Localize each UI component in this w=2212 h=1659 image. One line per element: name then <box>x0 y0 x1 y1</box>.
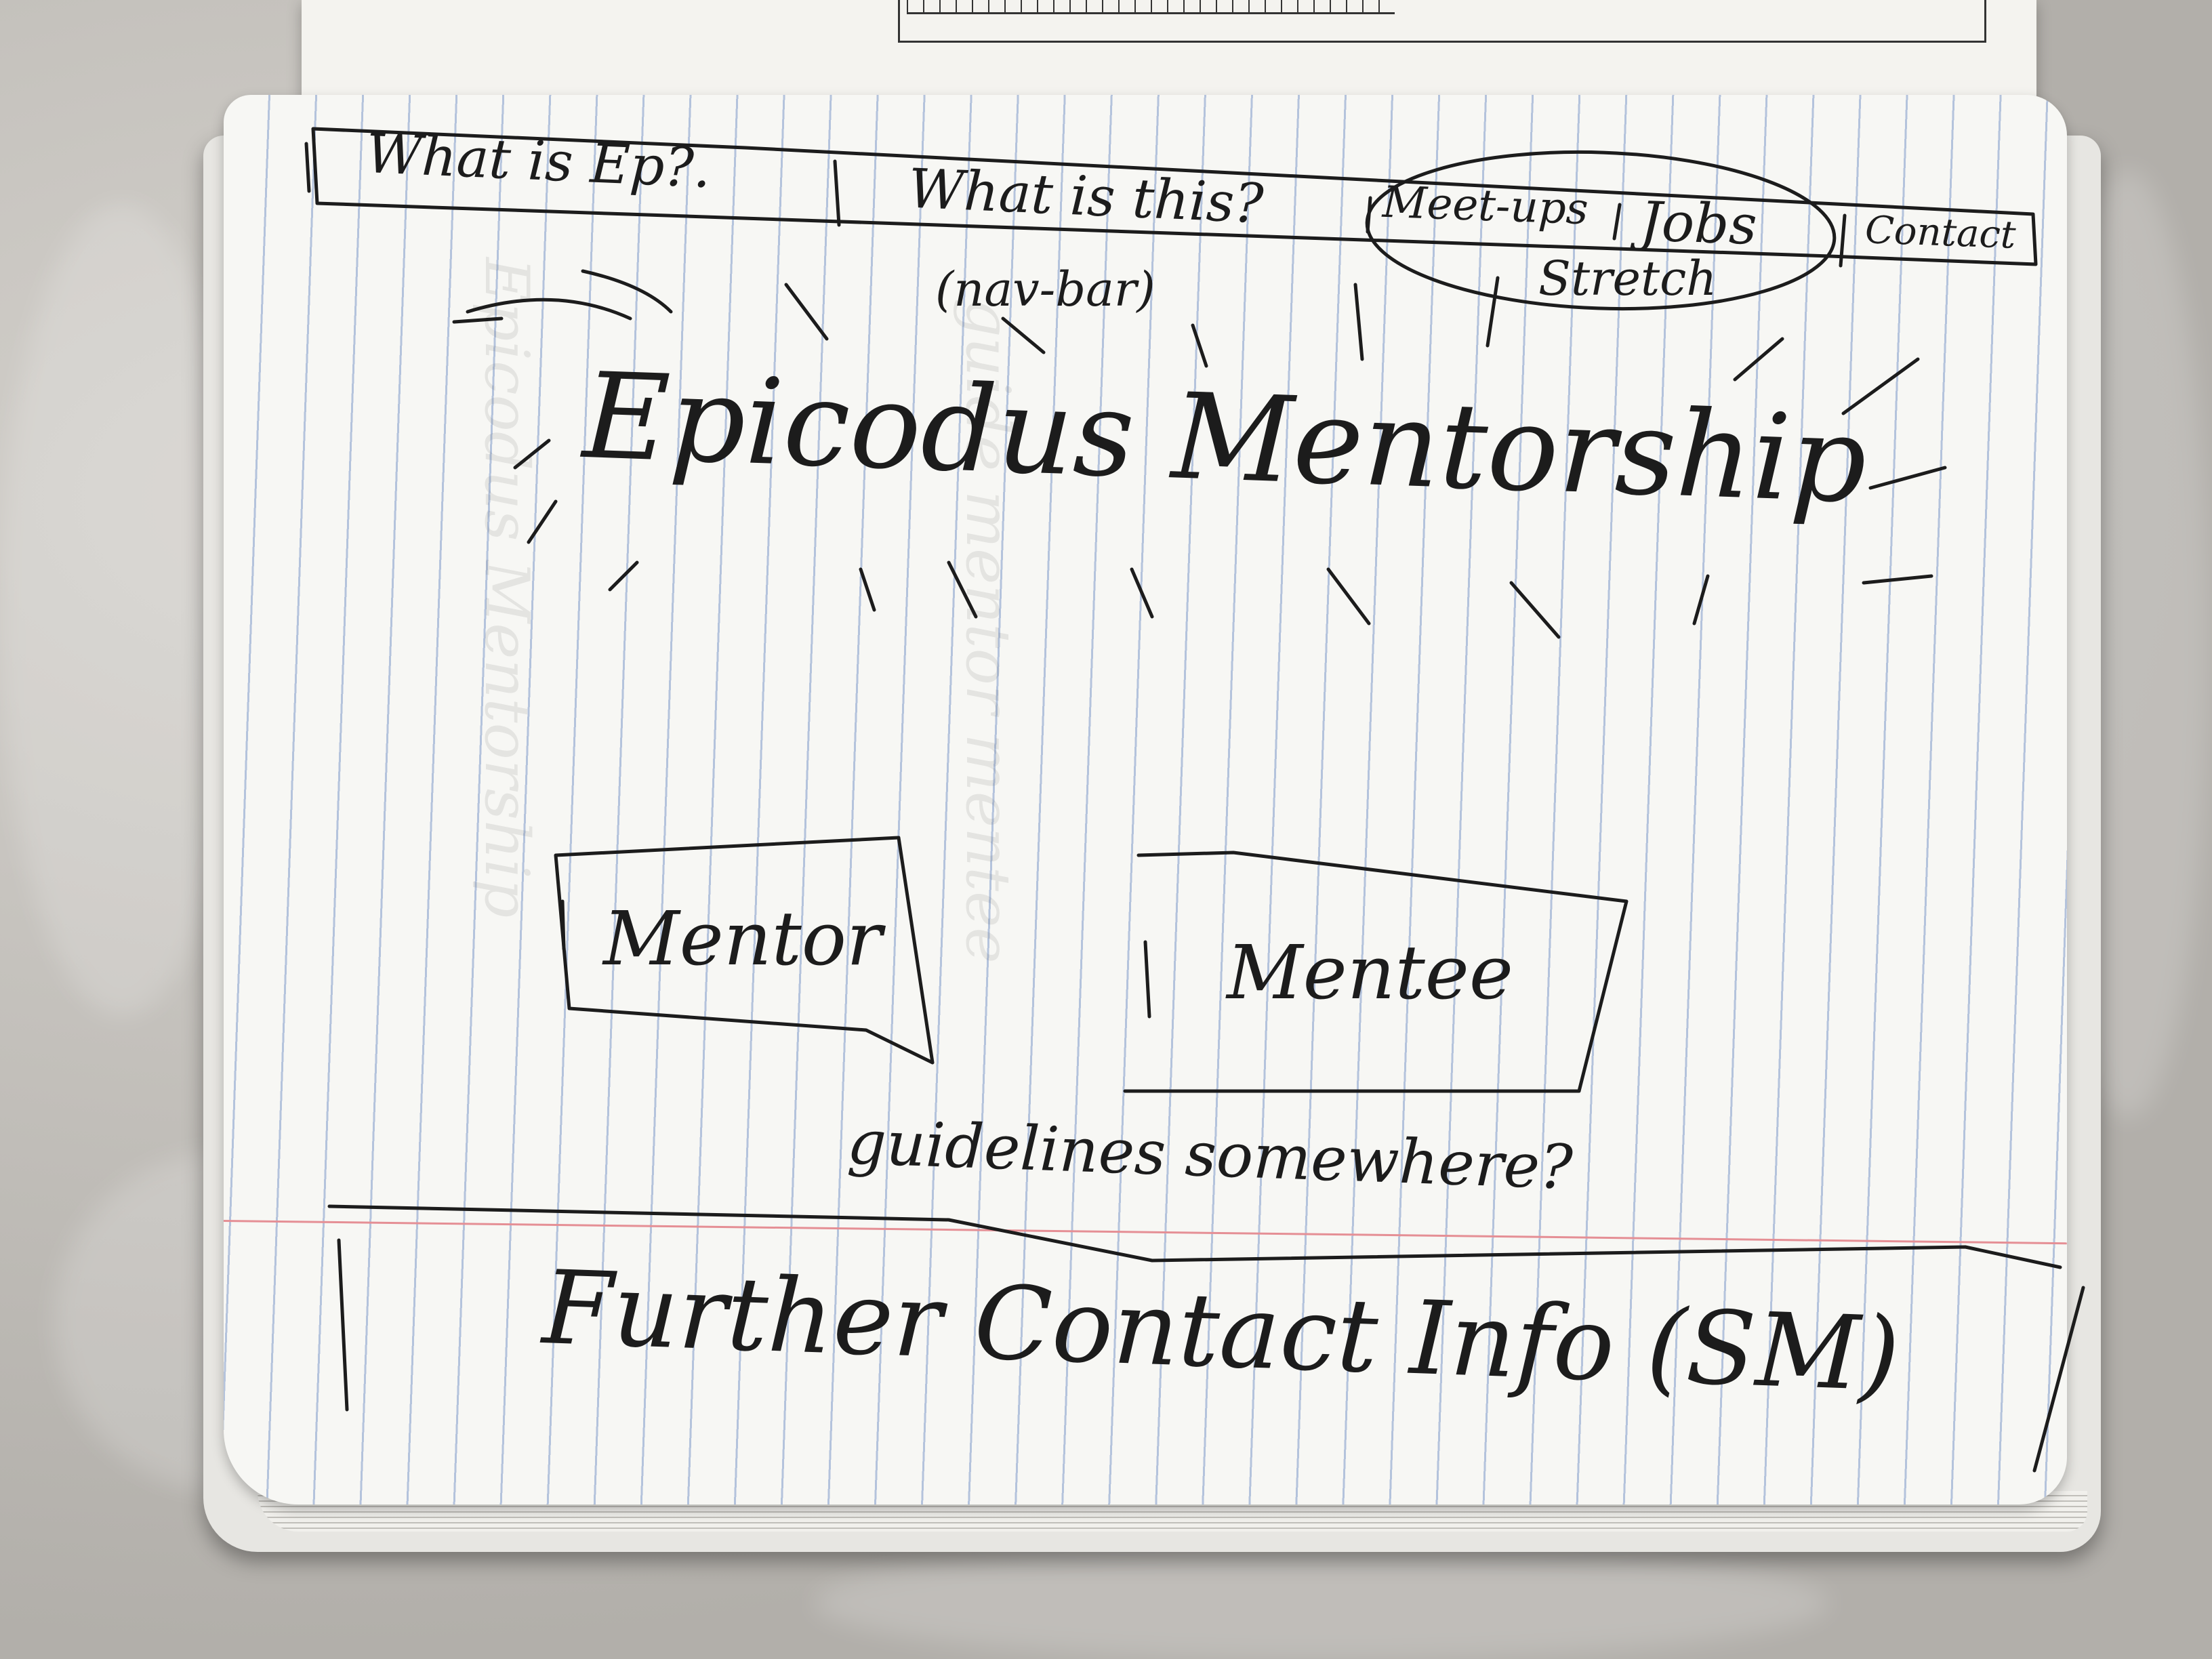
emphasis-stroke <box>1868 466 1947 490</box>
stretch-note: Stretch <box>1538 251 1717 306</box>
mentee-button-outline <box>1123 851 1629 1093</box>
nav-divider <box>1839 213 1847 268</box>
mentor-button-outline <box>554 836 935 1065</box>
mentee-button-label: Mentee <box>1227 929 1513 1016</box>
emphasis-stroke <box>1509 581 1561 639</box>
emphasis-stroke <box>1841 357 1920 415</box>
nav-bar-left-edge <box>304 142 311 193</box>
emphasis-stroke <box>947 560 978 619</box>
nav-bar-outline <box>311 127 2038 266</box>
emphasis-stroke <box>859 567 876 612</box>
nav-item-jobs: Jobs <box>1639 190 1759 257</box>
nav-bar-note: (nav-bar) <box>935 262 1155 317</box>
blanket-fold <box>813 1545 1830 1659</box>
emphasis-stroke <box>784 283 829 341</box>
emphasis-stroke <box>1486 276 1500 348</box>
emphasis-stroke <box>452 316 504 324</box>
mentee-button-left-edge <box>1143 940 1151 1019</box>
emphasis-stroke <box>1001 316 1046 354</box>
emphasis-stroke <box>513 438 551 470</box>
nav-divider <box>1612 203 1622 241</box>
footer-left-edge <box>337 1238 349 1412</box>
emphasis-stroke <box>1326 567 1371 626</box>
emphasis-stroke <box>466 298 632 321</box>
stretch-oval <box>1365 150 1837 311</box>
emphasis-stroke <box>1130 567 1154 619</box>
mentor-button-label: Mentor <box>603 895 882 982</box>
emphasis-stroke <box>1862 574 1933 585</box>
back-page-table-grid <box>907 0 1395 14</box>
emphasis-stroke <box>1692 574 1710 626</box>
footer-right-edge <box>2032 1286 2085 1473</box>
emphasis-stroke <box>1353 283 1364 361</box>
nav-item-what-is-ep: What is Ep?. <box>365 121 712 201</box>
emphasis-stroke <box>581 269 673 314</box>
emphasis-stroke <box>1191 323 1208 368</box>
emphasis-stroke <box>1733 337 1784 382</box>
emphasis-stroke <box>608 560 639 592</box>
nav-item-meetups: Meet-ups <box>1381 177 1589 235</box>
notebook-page: Epicodus Mentorship guide mentor mentee <box>224 95 2067 1504</box>
mentor-button-left-edge <box>560 899 566 951</box>
nav-item-what-is-this: What is this? <box>907 157 1265 236</box>
nav-item-contact: Contact <box>1864 208 2017 258</box>
back-page-table <box>898 0 1986 43</box>
emphasis-stroke <box>527 499 558 544</box>
nav-divider <box>833 159 841 227</box>
footer-outline <box>327 1204 2062 1269</box>
